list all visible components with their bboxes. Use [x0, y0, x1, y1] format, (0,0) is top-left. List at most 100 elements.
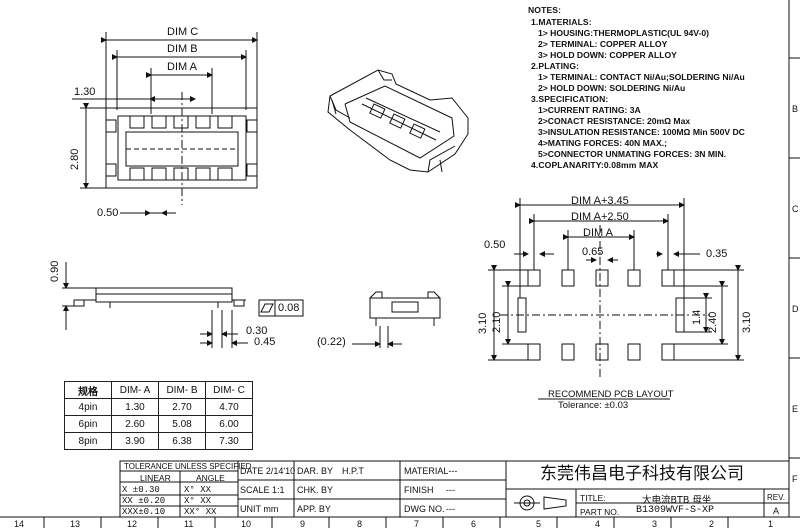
pcb-dim-310-right: 3.10	[741, 311, 753, 333]
note-line: 3>INSULATION RESISTANCE: 100MΩ Min 500V …	[538, 127, 745, 137]
part-no-label: PART NO.	[580, 507, 620, 517]
table-header: DIM- C	[205, 381, 253, 399]
zone-label: B	[792, 104, 799, 114]
notes-title: NOTES:	[528, 5, 562, 15]
note-line: 1.MATERIALS:	[531, 17, 592, 27]
table-cell: 4pin	[64, 398, 112, 416]
table-row: 8pin 3.90 6.38 7.30	[64, 432, 253, 450]
pcb-dim-a250: DIM A+2.50	[571, 211, 629, 223]
table-cell: 3.90	[111, 432, 159, 450]
dim-050-label: 0.50	[97, 207, 119, 219]
zone-label: 8	[357, 519, 363, 528]
pcb-dim-050: 0.50	[484, 239, 506, 251]
pcb-caption: RECOMMEND PCB LAYOUT	[548, 389, 674, 400]
dwg-no-value: ---	[446, 504, 455, 514]
iso-view	[327, 69, 469, 173]
zone-label: 14	[14, 519, 25, 528]
checked-by-label: CHK. BY	[297, 485, 334, 495]
note-line: 2>CONACT RESISTANCE: 20mΩ Max	[538, 116, 691, 126]
pcb-dim-14: 1.4	[691, 309, 703, 325]
zone-label: E	[792, 404, 799, 414]
table-header: DIM- B	[158, 381, 206, 399]
zone-label: 12	[127, 519, 138, 528]
tolerance-row: X ±0.30	[122, 485, 160, 495]
table-header: DIM- A	[111, 381, 159, 399]
zone-label: 1	[768, 519, 774, 528]
dim-280-label: 2.80	[69, 148, 81, 170]
note-line: 2> HOLD DOWN: SOLDERING Ni/Au	[538, 83, 686, 93]
table-cell: 2.60	[111, 415, 159, 433]
zone-label: 4	[595, 519, 601, 528]
pcb-tolerance: Tolerance: ±0.03	[558, 400, 629, 411]
zone-label: 7	[414, 519, 420, 528]
tolerance-angle: ANGLE	[196, 473, 225, 483]
drawn-by-value: H.P.T	[342, 466, 364, 476]
tolerance-linear: LINEAR	[140, 473, 171, 483]
company-name: 东莞伟昌电子科技有限公司	[540, 464, 744, 484]
dwg-no-label: DWG NO.	[404, 504, 445, 514]
dim-c-label: DIM C	[167, 26, 199, 38]
tolerance-row: XXX±0.10	[122, 507, 166, 517]
tolerance-row: XX° XX	[184, 507, 217, 517]
note-line: 2.PLATING:	[531, 61, 580, 71]
table-header: 规格	[64, 381, 112, 399]
pcb-dim-065: 0.65	[582, 246, 604, 258]
rev-label: REV.	[767, 493, 785, 502]
dim-a-label: DIM A	[167, 61, 197, 73]
material-field: MATERIAL---	[404, 466, 458, 476]
tolerance-row: XX ±0.20	[122, 496, 166, 506]
tolerance-row: X° XX	[184, 485, 212, 495]
dim-b-label: DIM B	[167, 43, 198, 55]
top-view-outline	[105, 92, 258, 205]
part-no-value: B1309WVF-S-XP	[636, 505, 715, 516]
table-cell: 6.38	[158, 432, 206, 450]
zone-label: 11	[184, 519, 194, 528]
table-row: 4pin 1.30 2.70 4.70	[64, 398, 253, 416]
table-cell: 6pin	[64, 415, 112, 433]
table-cell: 5.08	[158, 415, 206, 433]
pcb-dim-a345: DIM A+3.45	[571, 195, 629, 207]
dim-030-label: 0.30	[246, 325, 268, 337]
title-value: 大电流BTB 母坐	[642, 495, 712, 506]
pcb-dim-035: 0.35	[706, 248, 728, 260]
title-label: TITLE:	[580, 493, 606, 503]
note-line: 4.COPLANARITY:0.08mm MAX	[531, 160, 659, 170]
note-line: 5>CONNECTOR UNMATING FORCES: 3N MIN.	[538, 149, 727, 159]
note-line: 4>MATING FORCES: 40N MAX.;	[538, 138, 667, 148]
top-view-contacts	[105, 115, 258, 181]
note-line: 2> TERMINAL: COPPER ALLOY	[538, 39, 668, 49]
zone-label: 13	[70, 519, 81, 528]
tolerance-row: X° XX	[184, 496, 212, 506]
zone-label: 5	[536, 519, 542, 528]
zone-label: 2	[709, 519, 715, 528]
pcb-dim-310-left: 3.10	[477, 312, 489, 334]
pcb-dim-240: 2.40	[707, 311, 719, 333]
zone-label: F	[792, 474, 798, 484]
table-cell: 1.30	[111, 398, 159, 416]
table-cell: 4.70	[205, 398, 253, 416]
approved-by-label: APP. BY	[297, 504, 331, 514]
table-header-row: 规格 DIM- A DIM- B DIM- C	[64, 381, 253, 399]
note-line: 1>CURRENT RATING: 3A	[538, 105, 641, 115]
table-cell: 6.00	[205, 415, 253, 433]
note-line: 3> HOLD DOWN: COPPER ALLOY	[538, 50, 677, 60]
date-field: DATE 2/14'10	[240, 466, 296, 476]
zone-label: 10	[241, 519, 252, 528]
border-ticks	[43, 57, 800, 528]
note-line: 1> TERMINAL: CONTACT Ni/Au;SOLDERING Ni/…	[538, 72, 745, 82]
finish-label: FINISH	[404, 485, 434, 495]
dim-090-label: 0.90	[49, 260, 61, 282]
table-cell: 2.70	[158, 398, 206, 416]
dim-022-label: (0.22)	[317, 336, 346, 348]
table-cell: 8pin	[64, 432, 112, 450]
title-block-frame	[119, 460, 790, 518]
dim-045-label: 0.45	[254, 336, 276, 348]
table-cell: 7.30	[205, 432, 253, 450]
finish-value: ---	[446, 485, 455, 495]
tolerance-title: TOLERANCE UNLESS SPECIFIED	[124, 462, 252, 471]
pcb-dim-a: DIM A	[583, 227, 613, 239]
zone-label: D	[792, 304, 799, 314]
drawn-by-label: DAR. BY	[297, 466, 334, 476]
